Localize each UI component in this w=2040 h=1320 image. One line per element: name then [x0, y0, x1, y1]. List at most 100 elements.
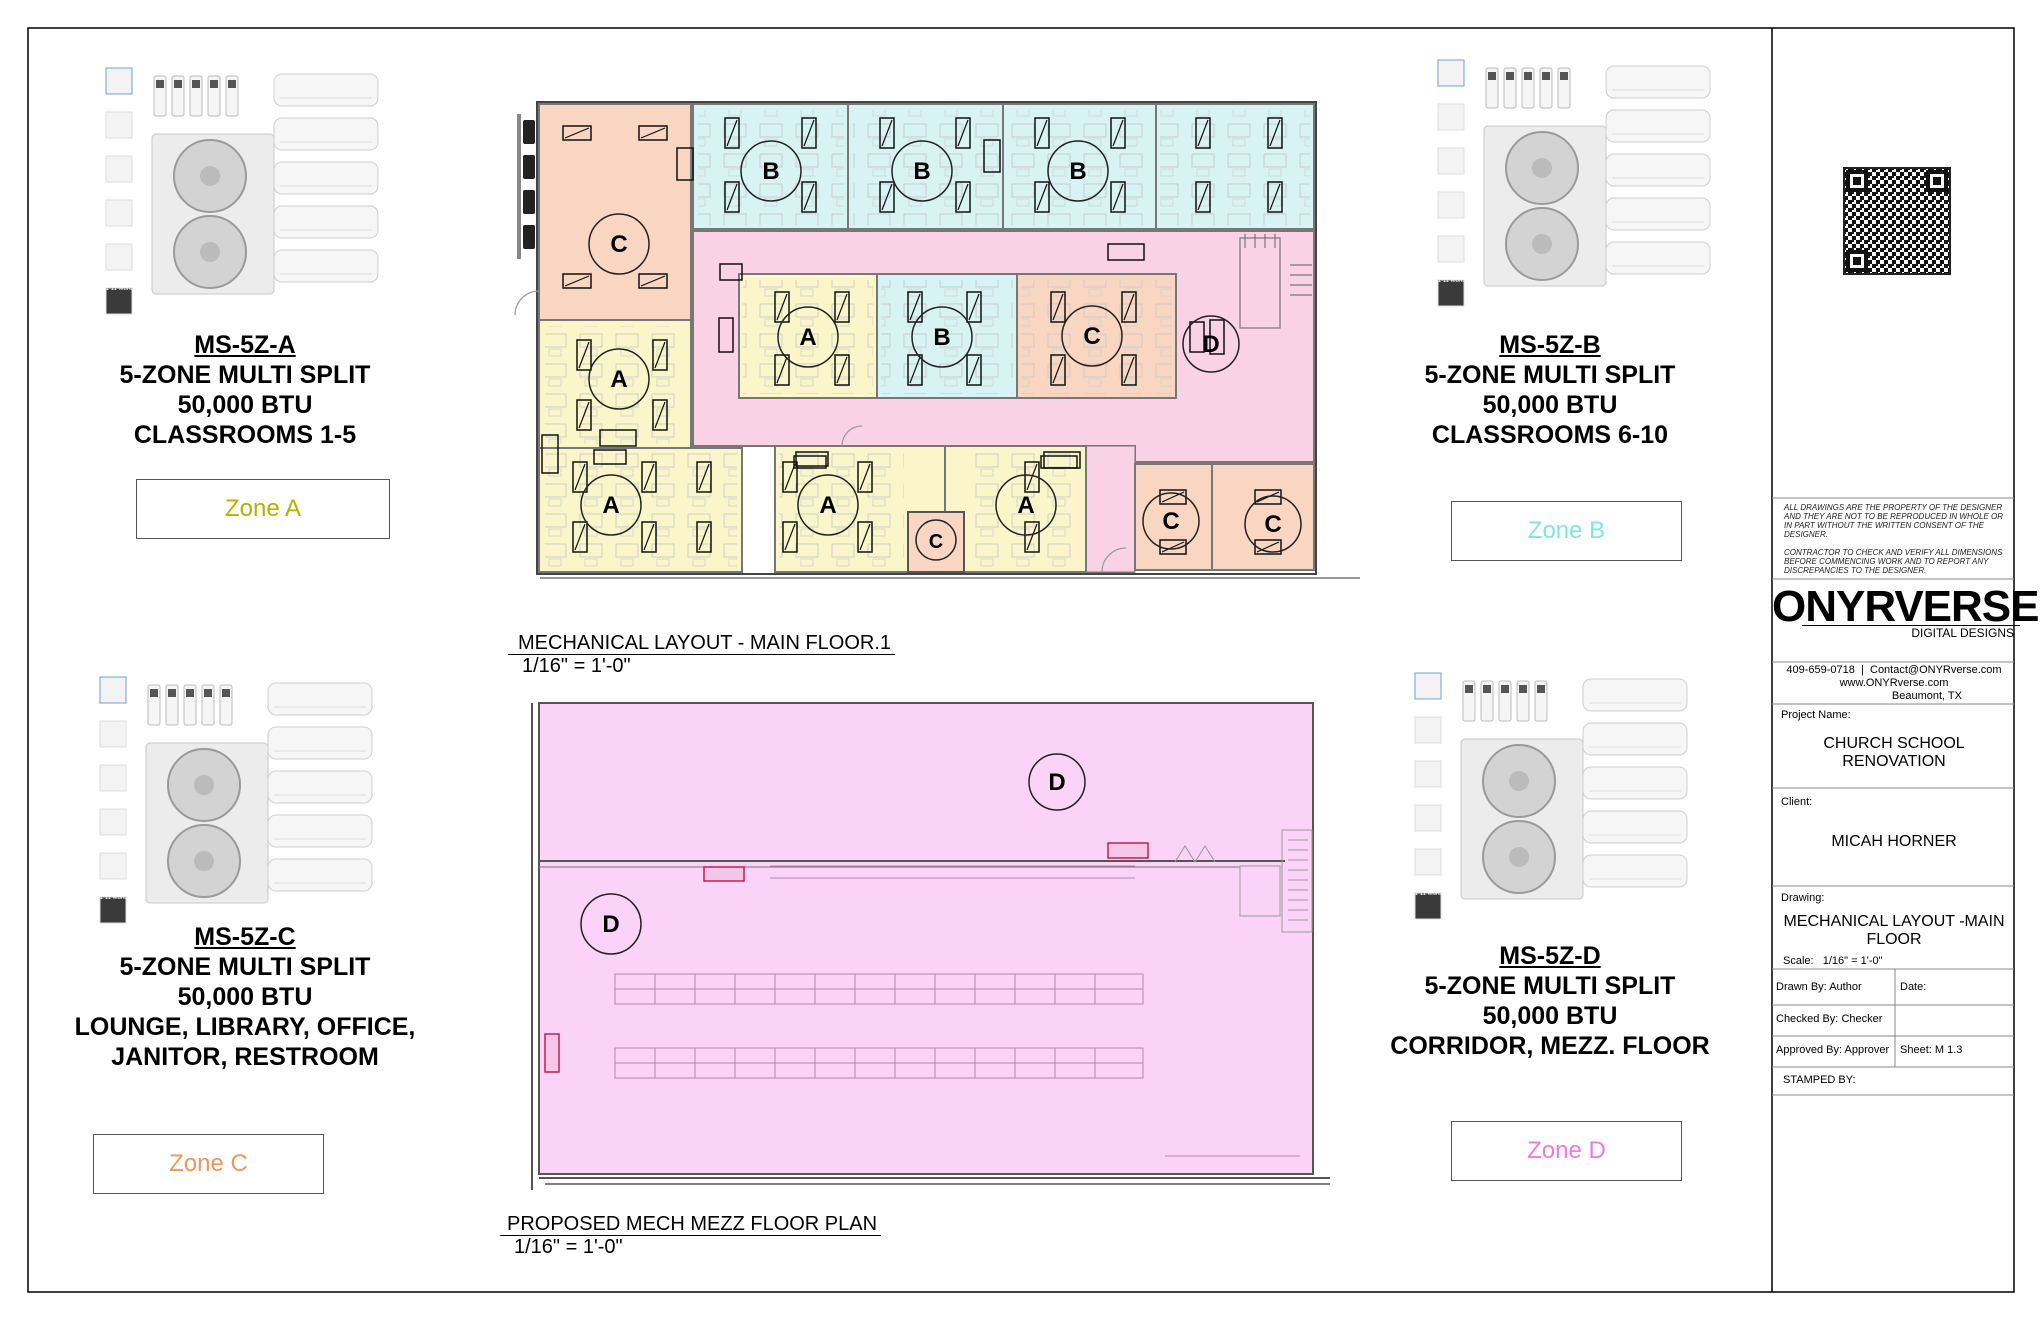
- photo-thumbnail: [1414, 892, 1442, 920]
- mezz-floor-plan: [531, 702, 1330, 1190]
- project-name-2: RENOVATION: [1842, 753, 1946, 770]
- thumbnail-caption: 1 11 More: [100, 895, 127, 901]
- sheet-row: Sheet: M 1.3: [1900, 1044, 1962, 1056]
- indoor-wall-unit: [267, 858, 373, 892]
- main-plan-scale: 1/16" = 1'-0": [522, 655, 631, 677]
- equipment-c-btu: 50,000 BTU: [177, 983, 313, 1011]
- diffuser-slash: [836, 293, 848, 321]
- logo-main: ONYRVERSE: [1772, 582, 2040, 631]
- diffuser-slash: [909, 293, 921, 321]
- equipment-c-type: 5-ZONE MULTI SPLIT: [119, 953, 371, 981]
- approved-by-label: Approved By:: [1776, 1044, 1843, 1056]
- project-name-label: Project Name:: [1781, 709, 1851, 721]
- photo-thumbnail: [105, 155, 133, 183]
- wall-unit-symbol: [593, 449, 627, 465]
- zone-marker-circle: [1142, 492, 1200, 550]
- diffuser-slash: [968, 293, 980, 321]
- diffuser-symbol: [1121, 291, 1137, 323]
- mezz-plan-scale: 1/16" = 1'-0": [514, 1236, 623, 1258]
- diffuser-symbol: [955, 117, 971, 149]
- company-logo: ONYRVERSE DIGITAL DESIGNS: [1772, 582, 2040, 641]
- photo-thumbnail: [105, 287, 133, 315]
- diffuser-symbol: [1024, 521, 1040, 553]
- mezz-indoor-units: [544, 842, 1149, 1073]
- diffuser-slash: [640, 127, 666, 139]
- indoor-wall-unit: [267, 682, 373, 716]
- main-exterior-wall: [536, 101, 1317, 575]
- drawing-label: Drawing:: [1781, 892, 1825, 904]
- thumbnail-caption: 1 11 More: [1415, 891, 1442, 897]
- zone-marker-label: C: [929, 531, 943, 553]
- equipment-a-type: 5-ZONE MULTI SPLIT: [119, 361, 371, 389]
- diffuser-slash: [1123, 293, 1135, 321]
- zone-marker-label: C: [1264, 511, 1281, 538]
- diffuser-symbol: [1254, 539, 1282, 555]
- equipment-photo: 1 11 More: [105, 67, 379, 315]
- diffuser-symbol: [907, 354, 923, 386]
- drawn-by-label: Drawn By:: [1776, 981, 1827, 993]
- drawing-name-1: MECHANICAL LAYOUT -MAIN: [1783, 913, 2005, 930]
- diffuser-slash: [654, 341, 666, 369]
- diffuser-symbol: [641, 521, 657, 553]
- disclaimer: ALL DRAWINGS ARE THE PROPERTY OF THE DES…: [1784, 503, 2009, 575]
- wall-unit-symbol: [676, 147, 694, 181]
- diffuser-symbol: [879, 117, 895, 149]
- client-name: MICAH HORNER: [1831, 833, 1957, 850]
- diffuser-symbol: [724, 117, 740, 149]
- contact-location: Beaumont, TX: [1891, 690, 1962, 702]
- diffuser-slash: [776, 293, 788, 321]
- indoor-wall-unit: [273, 249, 379, 283]
- diffuser-symbol: [879, 181, 895, 213]
- diffuser-symbol: [696, 461, 712, 493]
- equipment-d-serves: CORRIDOR, MEZZ. FLOOR: [1390, 1032, 1710, 1060]
- zone-marker-circle: [995, 474, 1057, 536]
- diffuser-symbol: [562, 273, 592, 289]
- zone-marker-label: B: [1069, 158, 1086, 185]
- zone-marker-label: B: [762, 158, 779, 185]
- diffuser-slash: [1123, 356, 1135, 384]
- wall-indoor-units: [541, 139, 1225, 474]
- photo-thumbnail: [99, 852, 127, 880]
- drawn-by-row: Drawn By: Author: [1776, 981, 1862, 993]
- diffuser-slash: [726, 183, 738, 211]
- checked-by-row: Checked By: Checker: [1776, 1013, 1882, 1025]
- approved-by-value: Approver: [1844, 1044, 1890, 1056]
- diffuser-symbol: [696, 521, 712, 553]
- indoor-wall-unit: [267, 814, 373, 848]
- zone-marker-circle: [1244, 495, 1302, 553]
- equipment-b-code: MS-5Z-B: [1499, 331, 1601, 359]
- zone-marker-circle: [1047, 140, 1109, 202]
- diffuser-slash: [1026, 463, 1038, 491]
- wall-unit-symbol: [983, 139, 1001, 173]
- diffuser-symbol: [857, 521, 873, 553]
- zone-marker-label: D: [1202, 331, 1219, 358]
- photo-thumbnail: [99, 764, 127, 792]
- equipment-c-serves-2: JANITOR, RESTROOM: [111, 1043, 379, 1071]
- zone-marker-circle: [588, 213, 650, 275]
- photo-thumbnail: [99, 676, 127, 704]
- diffuser-symbol: [1195, 117, 1211, 149]
- diffuser-symbol: [1024, 461, 1040, 493]
- zone-marker-label: B: [913, 158, 930, 185]
- photo-thumbnail: [99, 896, 127, 924]
- zone-a-legend: Zone A: [136, 479, 390, 539]
- photo-thumbnail: [105, 199, 133, 227]
- diffuser-slash: [1161, 541, 1185, 553]
- diffuser-slash: [698, 463, 710, 491]
- mezz-plan-title-text: PROPOSED MECH MEZZ FLOOR PLAN: [500, 1213, 882, 1236]
- equipment-a-code: MS-5Z-A: [194, 331, 296, 359]
- wall-unit-symbol: [1189, 321, 1205, 353]
- indoor-wall-unit: [1582, 722, 1688, 756]
- diffuser-slash: [881, 183, 893, 211]
- zone-marker-label: D: [1048, 769, 1065, 796]
- date-label: Date:: [1900, 981, 1927, 993]
- equipment-a-title: MS-5Z-A 5-ZONE MULTI SPLIT 50,000 BTU CL…: [80, 330, 410, 450]
- diffuser-slash: [836, 356, 848, 384]
- diffuser-slash: [803, 119, 815, 147]
- diffuser-symbol: [907, 291, 923, 323]
- diffuser-slash: [698, 523, 710, 551]
- date-row: Date:: [1900, 981, 1926, 993]
- wall-unit-symbol: [1040, 455, 1078, 469]
- photo-thumbnail: [99, 720, 127, 748]
- contact-website: www.ONYRverse.com: [1839, 677, 1949, 689]
